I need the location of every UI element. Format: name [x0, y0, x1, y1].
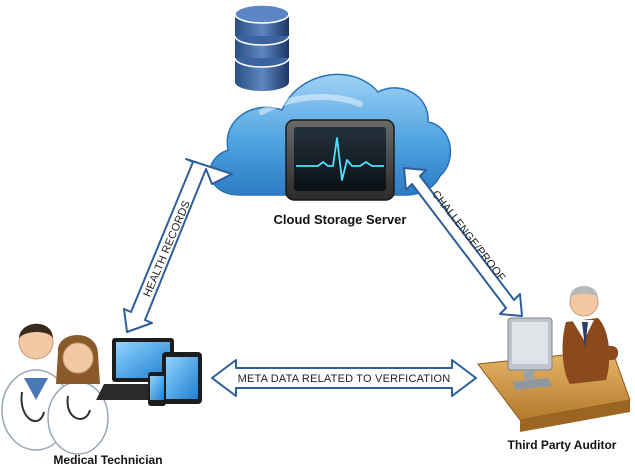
phone-icon: [148, 372, 166, 406]
third-party-auditor-label: Third Party Auditor: [508, 438, 617, 452]
computer-icon: [507, 317, 553, 390]
medical-technician-label: Medical Technician: [53, 453, 162, 467]
challenge-proof-label: CHALLENGE/PROOF: [429, 188, 507, 284]
database-icon: [234, 4, 290, 91]
meta-data-arrow: META DATA RELATED TO VERFICATION: [211, 359, 477, 397]
third-party-auditor-illustration: [477, 286, 631, 432]
meta-data-label: META DATA RELATED TO VERFICATION: [238, 373, 451, 385]
cloud-storage-label: Cloud Storage Server: [274, 212, 407, 227]
auditor-person-icon: [562, 286, 618, 384]
challenge-proof-arrow: CHALLENGE/PROOF: [403, 167, 523, 317]
female-doctor-icon: [47, 335, 109, 455]
health-records-label: HEALTH RECORDS: [142, 199, 193, 299]
medical-technician-illustration: [1, 323, 202, 455]
tablet-icon: [162, 352, 202, 404]
ecg-monitor-icon: [285, 119, 395, 201]
